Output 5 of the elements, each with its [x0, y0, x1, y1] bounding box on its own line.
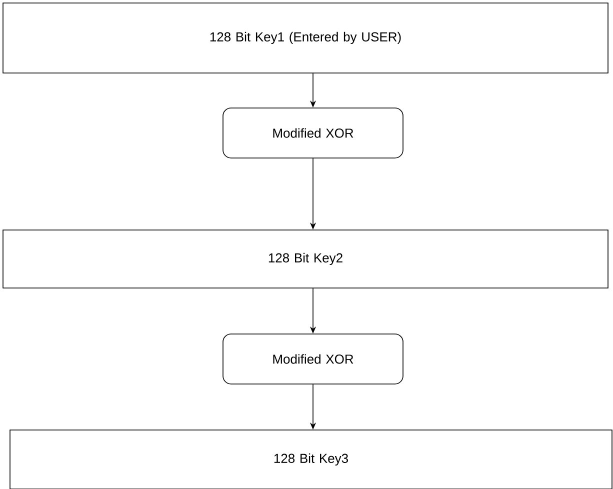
- key-box: 128 Bit Key1 (Entered by USER): [2, 2, 608, 74]
- key-box: 128 Bit Key3: [10, 430, 612, 489]
- process-box: Modified XOR: [222, 334, 404, 384]
- key-box: 128 Bit Key2: [2, 230, 608, 288]
- process-box: Modified XOR: [222, 108, 404, 158]
